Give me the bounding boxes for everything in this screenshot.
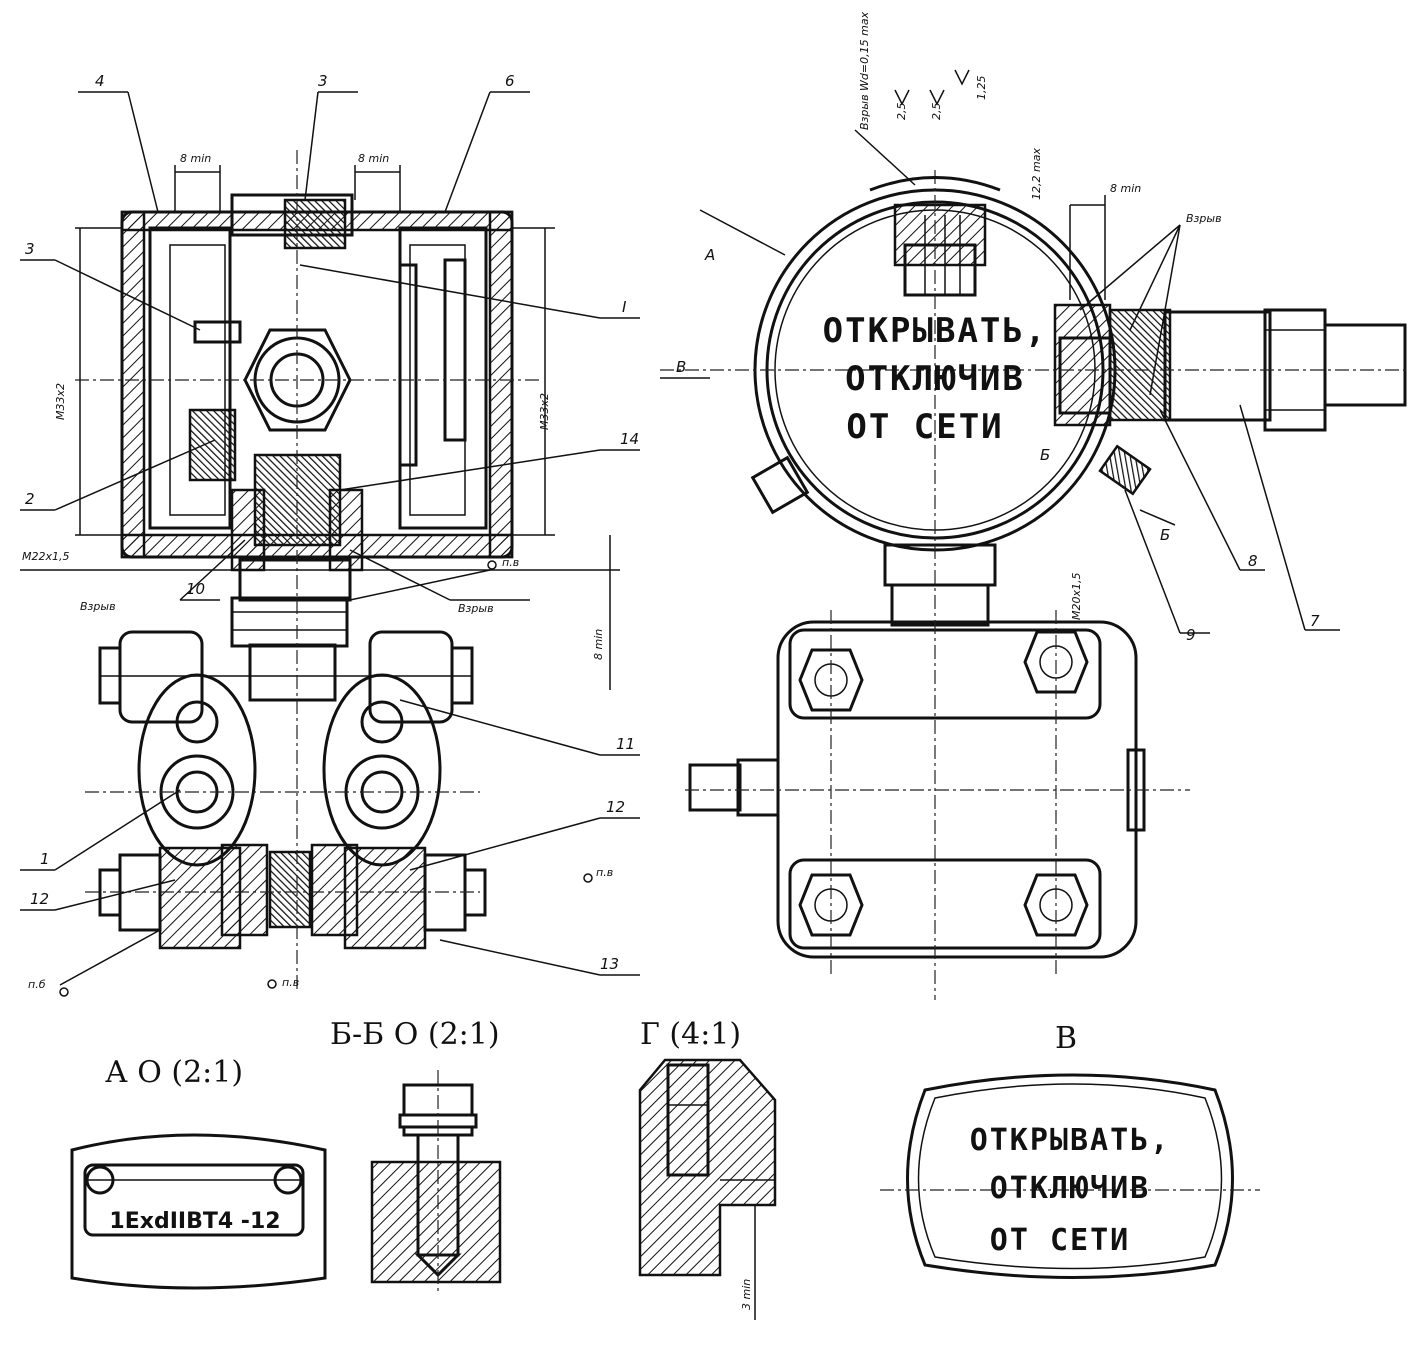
note-vzryv-mid: Взрыв <box>458 602 494 615</box>
note-thread-m33-right: M33x2 <box>538 393 551 430</box>
warning-line-1: ОТКРЫВАТЬ, <box>823 311 1048 351</box>
callout-3-top: 3 <box>318 72 328 90</box>
note-pv-2: п.в <box>596 866 613 879</box>
note-dim-12: 12,2 max <box>1030 148 1043 200</box>
note-8min-left: 8 min <box>180 152 211 165</box>
warning-line-3: ОТ СЕТИ <box>846 407 1003 447</box>
callout-6: 6 <box>505 72 515 90</box>
callout-1: 1 <box>40 850 50 868</box>
callout-7: 7 <box>1310 612 1320 630</box>
note-pb: п.б <box>28 978 46 991</box>
right-front-view <box>660 129 1410 1000</box>
nameplate-marking: 1ExdIIBT4 -12 <box>109 1209 280 1234</box>
callout-12-right: 12 <box>606 798 625 816</box>
view-v-label-plate <box>880 1073 1260 1279</box>
note-gap: Взрыв Wd=0,15 max <box>858 11 871 130</box>
note-pv-3: п.в <box>282 976 299 989</box>
view-g-section <box>638 1058 777 1320</box>
note-8min-vert: 8 min <box>592 629 605 660</box>
note-vzryv-left: Взрыв <box>80 600 116 613</box>
note-3min: 3 min <box>740 1279 753 1310</box>
view-a-nameplate <box>70 1133 327 1290</box>
callout-I: I <box>622 298 627 316</box>
callout-4: 4 <box>95 72 105 90</box>
note-thread-m20: M20x1,5 <box>1070 573 1083 621</box>
callout-10: 10 <box>186 580 205 598</box>
callout-B-section-2: Б <box>1040 446 1050 464</box>
note-rough-3: 1,25 <box>975 76 988 101</box>
left-section-view <box>20 91 640 990</box>
note-rough-2: 2,5 <box>930 103 943 121</box>
view-bb-section <box>370 1070 502 1295</box>
callout-9: 9 <box>1186 626 1196 644</box>
callout-11: 11 <box>616 735 635 753</box>
note-thread-m33-left: M33x2 <box>54 383 67 420</box>
view-v-title: В <box>1055 1021 1077 1056</box>
note-vzryv-right: Взрыв <box>1186 212 1222 225</box>
note-thread-m22: M22x1,5 <box>22 550 70 563</box>
callout-A: A <box>704 246 715 264</box>
plate-warning-line-1: ОТКРЫВАТЬ, <box>970 1123 1171 1158</box>
note-8min-right: 8 min <box>1110 182 1141 195</box>
view-g-title: Г (4:1) <box>640 1017 741 1052</box>
roughness-marks <box>894 69 970 106</box>
plate-warning-line-2: ОТКЛЮЧИВ <box>990 1171 1151 1206</box>
note-rough-1: 2,5 <box>895 103 908 121</box>
callout-14: 14 <box>620 430 639 448</box>
callout-3-left: 3 <box>25 240 35 258</box>
callout-2: 2 <box>25 490 35 508</box>
plate-warning-line-3: ОТ СЕТИ <box>990 1223 1130 1258</box>
callout-12-left: 12 <box>30 890 49 908</box>
note-pv-1: п.в <box>502 556 519 569</box>
warning-line-2: ОТКЛЮЧИВ <box>845 359 1025 399</box>
callout-B-section: Б <box>1160 526 1170 544</box>
view-a-title: А О (2:1) <box>105 1055 243 1090</box>
callout-B: B <box>676 358 686 376</box>
callout-8: 8 <box>1248 552 1258 570</box>
note-8min-mid: 8 min <box>358 152 389 165</box>
view-bb-title: Б-Б О (2:1) <box>330 1017 500 1052</box>
callout-13: 13 <box>600 955 619 973</box>
